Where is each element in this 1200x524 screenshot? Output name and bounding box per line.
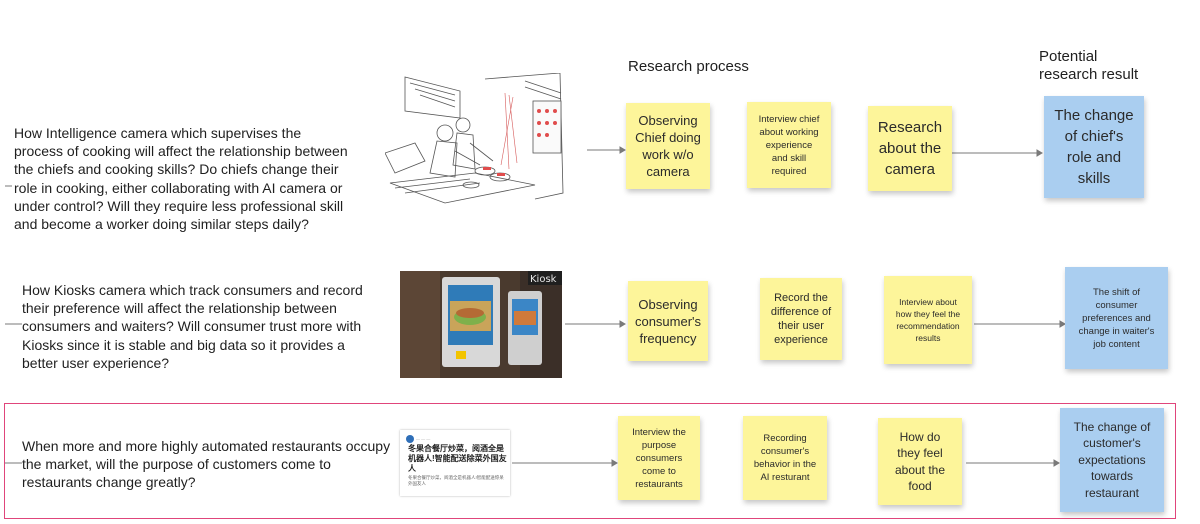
question-row-3: When more and more highly automated rest… — [22, 438, 391, 491]
step-feel-food: How do they feel about the food — [878, 418, 962, 505]
news-title: 冬果合餐厅炒菜，阅酒全是机器人!智能配送除菜外国友人 — [408, 444, 507, 473]
step-research-camera: Research about the camera — [868, 106, 952, 191]
chef-kitchen-sketch-image — [385, 73, 567, 209]
kiosk-photo-image: Kiosk — [400, 271, 562, 378]
step-interview-chief: Interview chief about working experience… — [747, 102, 831, 188]
research-process-header: Research process — [628, 58, 749, 75]
news-date: — — — — [416, 436, 431, 441]
highlight-frame-row-3 — [4, 403, 1176, 519]
step-recording-behavior: Recording consumer's behavior in the AI … — [743, 416, 827, 500]
step-observing-consumer: Observing consumer's frequency — [628, 281, 708, 361]
step-interview-purpose: Interview the purpose consumers come to … — [618, 416, 700, 500]
potential-result-header: Potential research result — [1039, 48, 1139, 83]
kiosk-sign-text: Kiosk — [530, 274, 557, 285]
result-chief-role: The change of chief's role and skills — [1044, 96, 1144, 198]
news-article-thumbnail: — — — 冬果合餐厅炒菜，阅酒全是机器人!智能配送除菜外国友人 冬果合餐厅炒菜… — [400, 430, 510, 496]
news-avatar-icon — [406, 435, 414, 443]
news-body: 冬果合餐厅炒菜，阅酒全是机器人!智能配送惊呆外国友人 — [408, 475, 504, 486]
question-row-1: How Intelligence camera which supervises… — [14, 125, 348, 233]
question-row-2: How Kiosks camera which track consumers … — [22, 282, 363, 371]
result-consumer-preferences: The shift of consumer preferences and ch… — [1065, 267, 1168, 369]
result-customer-expectations: The change of customer's expectations to… — [1060, 408, 1164, 512]
step-observing-chief: Observing Chief doing work w/o camera — [626, 103, 710, 189]
step-interview-recommendation: Interview about how they feel the recomm… — [884, 276, 972, 364]
step-record-experience: Record the difference of their user expe… — [760, 278, 842, 360]
